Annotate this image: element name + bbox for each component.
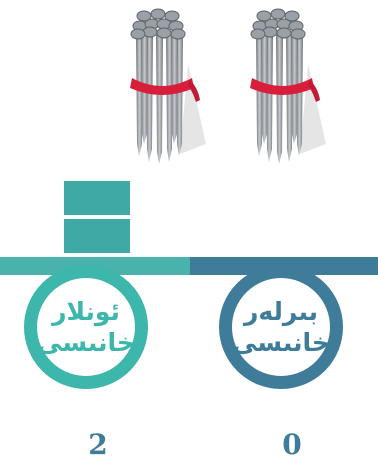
tens-label-line1: ئونلار (52, 296, 120, 327)
ones-label-line2: خانىسى (232, 327, 330, 358)
nail-bundle-icon-right (238, 4, 328, 164)
tens-place-wheel[interactable]: ئونلار خانىسى (24, 265, 148, 389)
ones-label-line1: بىرلەر (244, 296, 318, 327)
tens-block-top[interactable] (64, 181, 130, 215)
tens-place-label: ئونلار خانىسى (37, 278, 135, 376)
ones-place-wheel[interactable]: بىرلەر خانىسى (219, 265, 343, 389)
nail-bundle-icon-left (118, 4, 208, 164)
ones-place-label: بىرلەر خانىسى (232, 278, 330, 376)
tens-label-line2: خانىسى (37, 327, 135, 358)
tens-block-bottom[interactable] (64, 219, 130, 253)
tens-count: 2 (68, 428, 128, 461)
ones-count: 0 (262, 428, 322, 461)
